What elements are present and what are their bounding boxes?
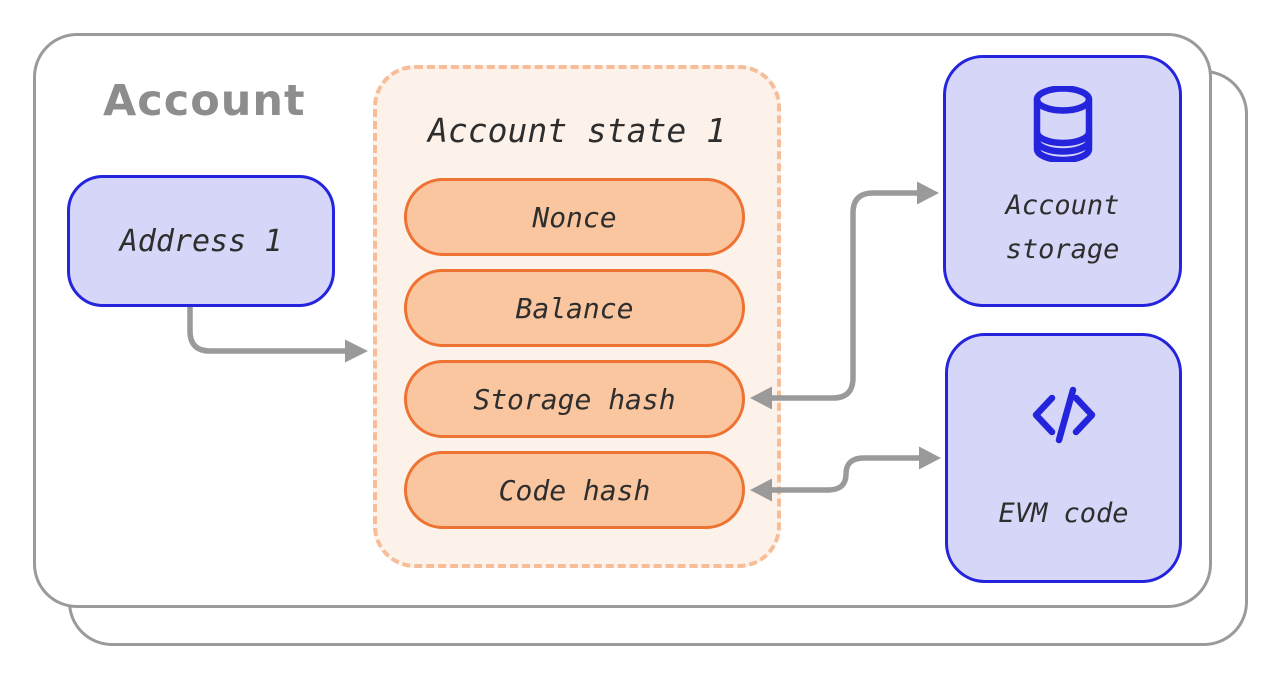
nonce-pill: Nonce xyxy=(404,178,745,256)
account-card-title: Account xyxy=(103,76,306,126)
address-node: Address 1 xyxy=(67,175,335,307)
code-icon xyxy=(1032,386,1095,444)
account-state-title: Account state 1 xyxy=(427,111,726,150)
evm-code-node: EVM code xyxy=(945,333,1182,583)
account-storage-label: Account storage xyxy=(1005,190,1120,265)
database-icon xyxy=(1033,86,1092,162)
account-state-box: Account state 1 Nonce Balance Storage ha… xyxy=(373,65,781,568)
storage-hash-pill: Storage hash xyxy=(404,360,745,438)
code-hash-pill: Code hash xyxy=(404,451,745,529)
evm-code-label: EVM code xyxy=(998,498,1129,529)
address-node-label: Address 1 xyxy=(119,223,283,259)
code-hash-pill-label: Code hash xyxy=(498,473,651,507)
nonce-pill-label: Nonce xyxy=(532,200,617,234)
balance-pill-label: Balance xyxy=(515,291,634,325)
account-storage-node: Account storage xyxy=(943,55,1182,307)
balance-pill: Balance xyxy=(404,269,745,347)
storage-hash-pill-label: Storage hash xyxy=(473,382,676,416)
